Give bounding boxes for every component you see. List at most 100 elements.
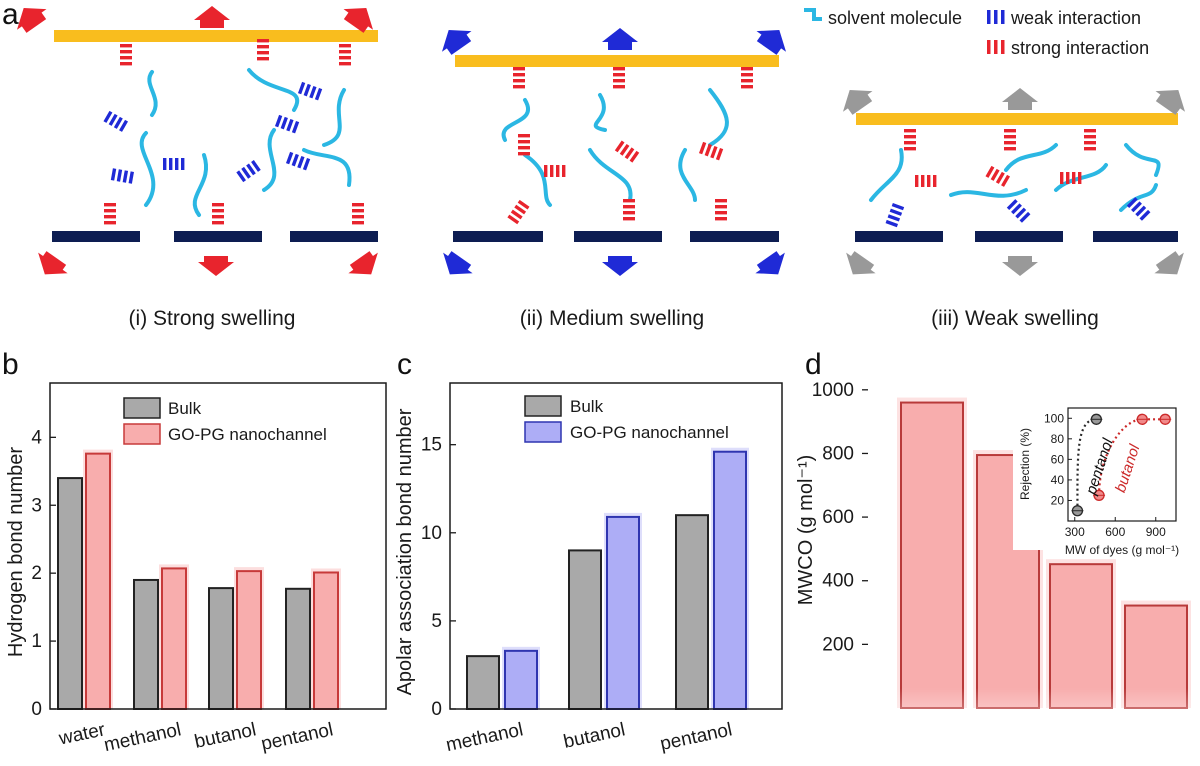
strong-interaction-mark [339,44,351,66]
c-legend-bulk: Bulk [570,397,604,416]
inset-x-axis-title: MW of dyes (g mol⁻¹) [1065,543,1179,557]
inset-curve-pentanol [1076,418,1097,511]
b-bars [57,449,341,711]
strong-interaction-mark [613,67,625,89]
bar-b-butanol-0 [208,587,234,711]
strong-interaction-icon [987,40,1005,54]
weak-interaction-mark [297,81,323,101]
up-arrow-icon [16,7,47,33]
graphene-oxide-top-sheet [54,30,378,42]
caption-medium-swelling: (ii) Medium swelling [520,307,704,330]
swelling-diagrams [16,6,1186,276]
weak-interaction-mark [163,158,185,170]
c-legend-swatch-bulk [524,395,562,417]
solvent-molecule [192,153,208,217]
solvent-molecule [1054,163,1108,192]
inset-y-tick-label: 40 [1051,473,1065,487]
y-tick-label: 800 [822,443,854,464]
bar-b-methanol-0 [133,578,159,710]
bar-b-pentanol-0 [285,587,311,710]
strong-interaction-mark [507,199,530,225]
strong-interaction-mark [1004,129,1016,151]
solvent-molecule [1004,143,1058,172]
panel-letter-d: d [805,348,822,381]
y-tick-label: 1 [31,631,42,652]
up-arrow-icon [756,29,787,55]
c-legend-swatch-go-pg [524,421,562,443]
bar-c-butanol-1 [606,515,640,710]
strong-interaction-mark [614,140,640,163]
inset-y-tick-label: 20 [1051,493,1065,507]
graphene-oxide-top-sheet [856,113,1178,125]
solvent-molecule [302,148,352,187]
graphene-oxide-bottom-sheet [290,231,378,242]
weak-interaction-mark [236,160,261,183]
weak-interaction-mark [285,151,311,171]
up-arrow-icon [602,28,638,50]
category-label-pentanol: pentanol [259,719,335,755]
strong-interaction-mark [352,203,364,225]
down-arrow-icon [755,251,785,275]
weak-interaction-mark [1006,199,1031,223]
category-label-methanol: methanol [444,719,525,756]
bar-b-pentanol-1 [313,571,339,710]
legend-weak: weak interaction [1010,8,1141,28]
diagram-weak-swelling [842,88,1186,276]
up-arrow-icon [1155,89,1186,115]
solvent-molecule [708,88,729,147]
inset-points [1071,413,1172,517]
legend-strong: strong interaction [1011,38,1149,58]
up-arrow-icon [194,6,230,28]
inset-y-tick-label: 100 [1044,411,1064,425]
solvent-molecule [949,188,1028,198]
graphene-oxide-bottom-sheet [690,231,779,242]
caption-strong-swelling: (i) Strong swelling [129,307,296,330]
caption-weak-swelling: (iii) Weak swelling [931,307,1099,330]
solvent-molecule-icon [804,8,822,21]
up-arrow-icon [842,89,873,115]
graphene-oxide-bottom-sheet [855,231,943,242]
bar-d-item0-0 [900,401,964,709]
panel-c-chart: c Apolar association bond number 051015 … [394,348,783,756]
y-tick-label: 200 [822,634,854,655]
inset-y-tick-label: 60 [1051,452,1065,466]
solvent-molecule [501,98,530,142]
c-y-axis-title: Apolar association bond number [394,408,416,695]
strong-interaction-mark [518,134,530,156]
weak-interaction-mark [1126,197,1151,221]
bar-b-butanol-1 [236,570,262,710]
down-arrow-icon [602,256,638,276]
category-label-water: water [56,719,107,750]
bar-c-pentanol-1 [713,450,747,710]
strong-interaction-mark [715,199,727,221]
strong-interaction-mark [915,175,937,187]
solvent-molecule [588,148,633,202]
strong-interaction-mark [623,199,635,221]
diagram-strong-swelling [16,6,378,276]
d-bottom-fade [860,688,1200,766]
graphene-oxide-bottom-sheet [1093,231,1178,242]
down-arrow-icon [846,251,876,275]
weak-interaction-mark [110,168,134,184]
solvent-molecule [523,153,552,207]
down-arrow-icon [1154,251,1184,275]
solvent-molecule [593,93,607,132]
inset-y-tick-label: 80 [1051,432,1065,446]
strong-interaction-mark [544,165,566,177]
y-tick-label: 3 [31,495,42,516]
b-y-axis-title: Hydrogen bond number [5,447,27,657]
y-tick-label: 5 [431,611,442,632]
bar-c-methanol-1 [504,649,538,710]
solvent-molecule [247,68,300,112]
b-legend-go-pg: GO-PG nanochannel [168,425,327,444]
legend-solvent: solvent molecule [828,8,962,28]
strong-interaction-mark [698,141,724,161]
category-label-butanol: butanol [193,719,258,753]
b-legend-swatch-go-pg [123,423,161,445]
strong-interaction-mark [104,203,116,225]
category-label-methanol: methanol [102,719,183,756]
